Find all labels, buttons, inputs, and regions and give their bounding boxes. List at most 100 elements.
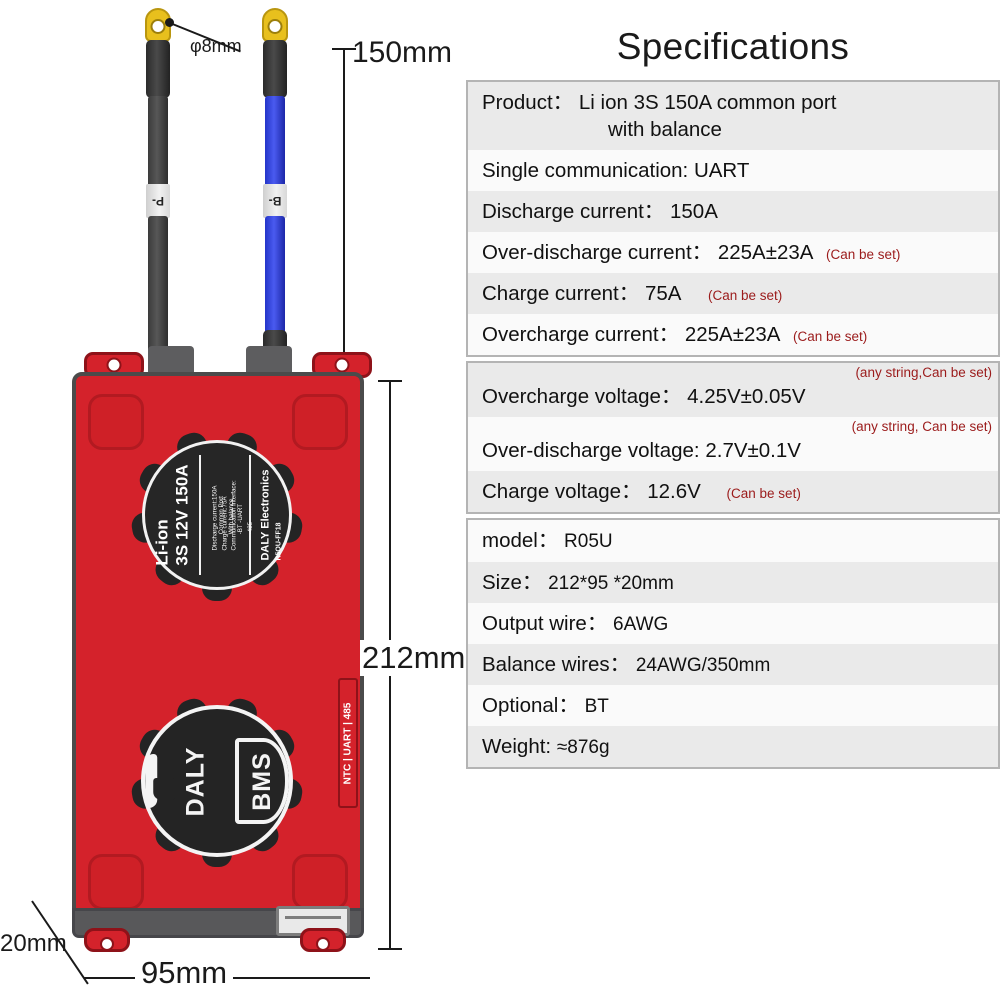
corner-pad-top-right [292, 394, 348, 450]
board-thickness-label: 20mm [0, 930, 67, 957]
spec-row-charge-voltage: Charge voltage： 12.6V (Can be set) [468, 471, 998, 513]
spec-label-disc: Li-ion 3S 12V 150A Discharge current:150… [142, 440, 292, 590]
spec-label: Balance wires： [482, 652, 631, 676]
spec-row-model: model： R05U [468, 520, 998, 562]
spec-value: BT [584, 695, 609, 717]
logo-shield-icon: BMS [235, 738, 289, 824]
wire-length-label: 150mm [352, 36, 453, 69]
wire-cable-b-lower [265, 216, 285, 346]
wire-label-p: P- [146, 184, 170, 218]
spec-label: Charge voltage： [482, 480, 642, 504]
spec-row-communication: Single communication: UART [468, 150, 998, 192]
spec-row-over-discharge-current: Over-discharge current： 225A±23A (Can be… [468, 232, 998, 274]
hub-divider-right [249, 454, 251, 576]
page-title: Specifications [616, 26, 850, 67]
cooling-fan-upper: Li-ion 3S 12V 150A Discharge current:150… [112, 410, 322, 620]
wire-boot-b [263, 40, 287, 98]
mounting-foot-right [300, 928, 346, 952]
hub-title-line2: 3S 12V 150A [173, 464, 193, 566]
dim-150-line [343, 48, 345, 358]
cooling-fan-lower: DALY BMS [112, 676, 322, 886]
mounting-foot-left [84, 928, 130, 952]
spec-row-product: Product： Li ion 3S 150A common port with… [468, 82, 998, 151]
spec-label: Charge current： [482, 282, 640, 306]
spec-value: UART [693, 159, 750, 183]
spec-note: (Can be set) [708, 288, 783, 304]
hub-feature-line2: With balance [227, 498, 235, 535]
bms-housing: Li-ion 3S 12V 150A Discharge current:150… [72, 372, 364, 932]
spec-label: Over-discharge current： [482, 241, 713, 265]
corner-pad-bottom-left [88, 854, 144, 910]
ring-terminal-lug-b [262, 8, 288, 42]
wire-cable-p [148, 96, 168, 188]
spec-value-continued: with balance [608, 118, 722, 142]
spec-label: model： [482, 529, 559, 553]
product-illustration: P- B- φ8mm 150mm [0, 0, 470, 1000]
spec-label: Product： [482, 91, 574, 114]
spec-row-weight: Weight: ≈876g [468, 725, 998, 767]
spec-value: 6AWG [613, 613, 669, 635]
wire-boot-p [146, 40, 170, 98]
spec-value: Li ion 3S 150A common port [578, 91, 837, 114]
hub-feature-line1: Common Port [217, 495, 225, 535]
spec-note: (any string,Can be set) [855, 365, 992, 381]
spec-value: 225A±23A [684, 323, 780, 347]
hub-divider-left [199, 454, 201, 576]
spec-value: R05U [564, 531, 613, 553]
hub-model-code: R5OU-FF18 [276, 522, 283, 561]
board-length-label: 212mm [360, 640, 468, 676]
corner-pad-top-left [88, 394, 144, 450]
daly-logo-mark-icon [145, 754, 158, 808]
hole-diameter-label: φ8mm [190, 36, 242, 56]
spec-value: 225A±23A [717, 241, 813, 265]
hub-title-line1: Li-ion [153, 519, 173, 566]
board-width-label: 95mm [135, 955, 234, 991]
spec-value: ≈876g [556, 736, 610, 758]
spec-value: 75A [644, 282, 681, 306]
spec-note: (Can be set) [726, 486, 801, 502]
spec-section-voltage: (any string,Can be set) Overcharge volta… [466, 361, 1000, 515]
spec-label: Optional： [482, 693, 579, 717]
wire-cable-b [265, 96, 285, 188]
spec-row-output-wire: Output wire： 6AWG [468, 602, 998, 644]
hole-marker-dot [165, 18, 174, 27]
spec-row-discharge-current: Discharge current： 150A [468, 191, 998, 233]
spec-label: Size： [482, 570, 543, 594]
spec-value: 2.7V±0.1V [705, 439, 801, 463]
spec-section-physical: model： R05U Size： 212*95 *20mm Output wi… [466, 518, 1000, 769]
logo-suffix-text: BMS [247, 751, 276, 811]
spec-label: Single communication: [482, 159, 689, 183]
spec-note: (any string, Can be set) [851, 419, 992, 435]
spec-value: 150A [670, 200, 718, 224]
daly-bms-logo: DALY BMS [141, 705, 293, 857]
hub-spec-line4: -BT -UART [237, 503, 245, 535]
spec-value: 4.25V±0.05V [687, 385, 806, 409]
spec-label: Discharge current： [482, 200, 665, 224]
spec-value: 24AWG/350mm [635, 654, 771, 676]
dim-212-bottom-tick [378, 948, 402, 950]
port-label-strip: NTC | UART | 485 [338, 678, 358, 808]
spec-row-optional: Optional： BT [468, 684, 998, 726]
spec-row-balance-wires: Balance wires： 24AWG/350mm [468, 643, 998, 685]
spec-section-electrical: Product： Li ion 3S 150A common port with… [466, 80, 1000, 358]
logo-brand-text: DALY [181, 746, 210, 816]
hub-brand: DALY Electronics [260, 469, 272, 561]
spec-label: Overcharge voltage： [482, 385, 682, 409]
spec-value: 12.6V [647, 480, 701, 504]
spec-row-charge-current: Charge current： 75A (Can be set) [468, 273, 998, 315]
spec-row-overcharge-voltage: (any string,Can be set) Overcharge volta… [468, 363, 998, 418]
spec-label: Overcharge current： [482, 323, 680, 347]
spec-row-overcharge-current: Overcharge current： 225A±23A (Can be set… [468, 314, 998, 356]
spec-label: Weight: [482, 734, 552, 758]
spec-row-size: Size： 212*95 *20mm [468, 561, 998, 603]
spec-note: (Can be set) [826, 247, 901, 263]
wire-cable-p-lower [148, 216, 168, 376]
spec-row-over-discharge-voltage: (any string, Can be set) Over-discharge … [468, 417, 998, 472]
wire-label-b: B- [263, 184, 287, 218]
port-label-text: NTC | UART | 485 [342, 702, 354, 784]
corner-pad-bottom-right [292, 854, 348, 910]
specifications-panel: Specifications Product： Li ion 3S 150A c… [466, 26, 1000, 773]
spec-value: 212*95 *20mm [548, 572, 674, 594]
spec-label: Over-discharge voltage: [482, 439, 700, 463]
